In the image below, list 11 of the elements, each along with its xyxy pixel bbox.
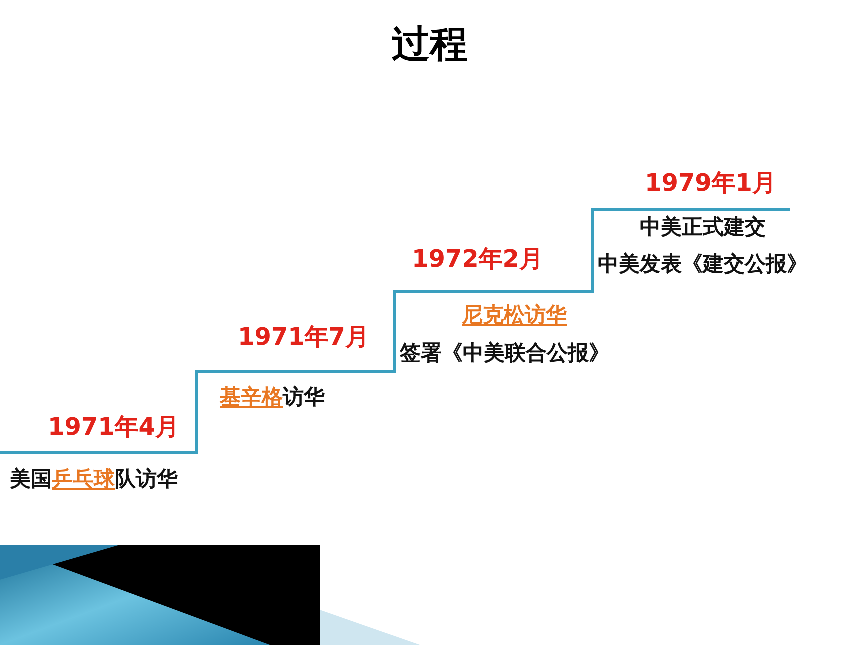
event-link: 尼克松访华 xyxy=(462,304,567,328)
date-label: 1971年4月 xyxy=(48,414,180,440)
event-text: 中美正式建交 xyxy=(640,216,766,240)
date-label: 1972年2月 xyxy=(412,246,544,272)
date-label: 1979年1月 xyxy=(645,170,776,196)
event-text: 签署《中美联合公报》 xyxy=(400,342,610,366)
event-text: 美国乒乓球队访华 xyxy=(10,468,178,492)
event-text: 基辛格访华 xyxy=(220,386,325,410)
date-label: 1971年7月 xyxy=(238,324,370,350)
title: 过程 xyxy=(391,24,469,66)
event-text: 中美发表《建交公报》 xyxy=(598,253,808,276)
